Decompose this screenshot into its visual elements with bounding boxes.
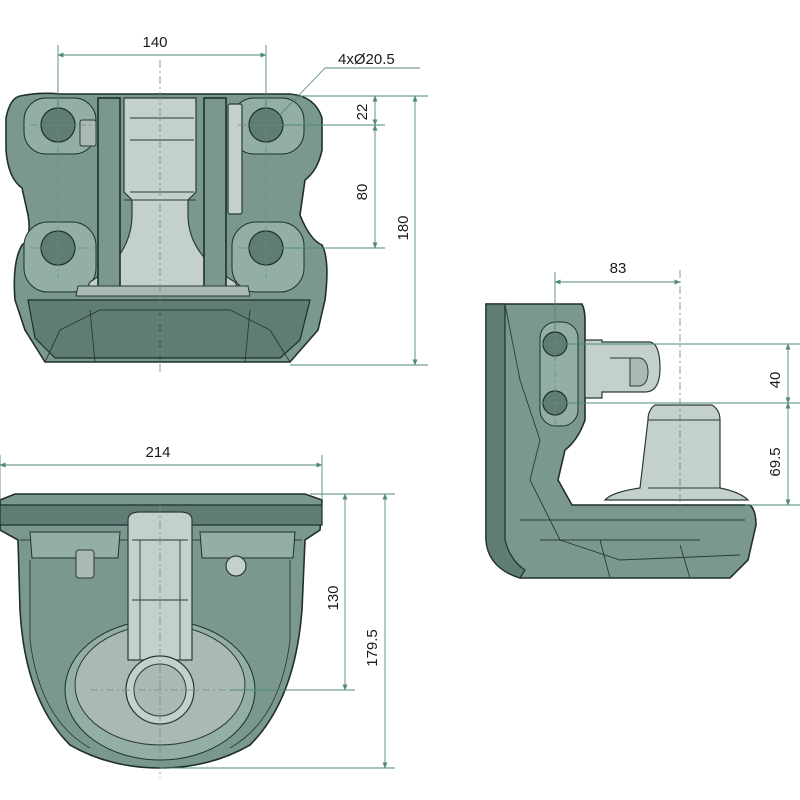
bottom-view xyxy=(0,493,323,769)
dim-top-vertical xyxy=(280,95,428,366)
dim-side xyxy=(554,272,800,506)
dim-40-label: 40 xyxy=(767,372,784,389)
dim-69-5-label: 69.5 xyxy=(767,447,784,476)
dim-179-5-label: 179.5 xyxy=(364,629,381,667)
dim-bottom xyxy=(0,455,395,769)
front-view xyxy=(5,92,328,363)
dim-80-label: 80 xyxy=(354,184,371,201)
dim-22-label: 22 xyxy=(354,104,371,121)
hole-leader-line xyxy=(274,67,326,121)
dim-83-label: 83 xyxy=(610,260,627,277)
dim-130-label: 130 xyxy=(325,585,342,610)
dim-214-label: 214 xyxy=(145,444,170,461)
hole-spec-label: 4xØ20.5 xyxy=(338,51,395,68)
dim-140-label: 140 xyxy=(142,34,167,51)
side-view xyxy=(485,303,757,579)
dim-180-label: 180 xyxy=(395,215,412,240)
dim-140 xyxy=(57,45,267,120)
